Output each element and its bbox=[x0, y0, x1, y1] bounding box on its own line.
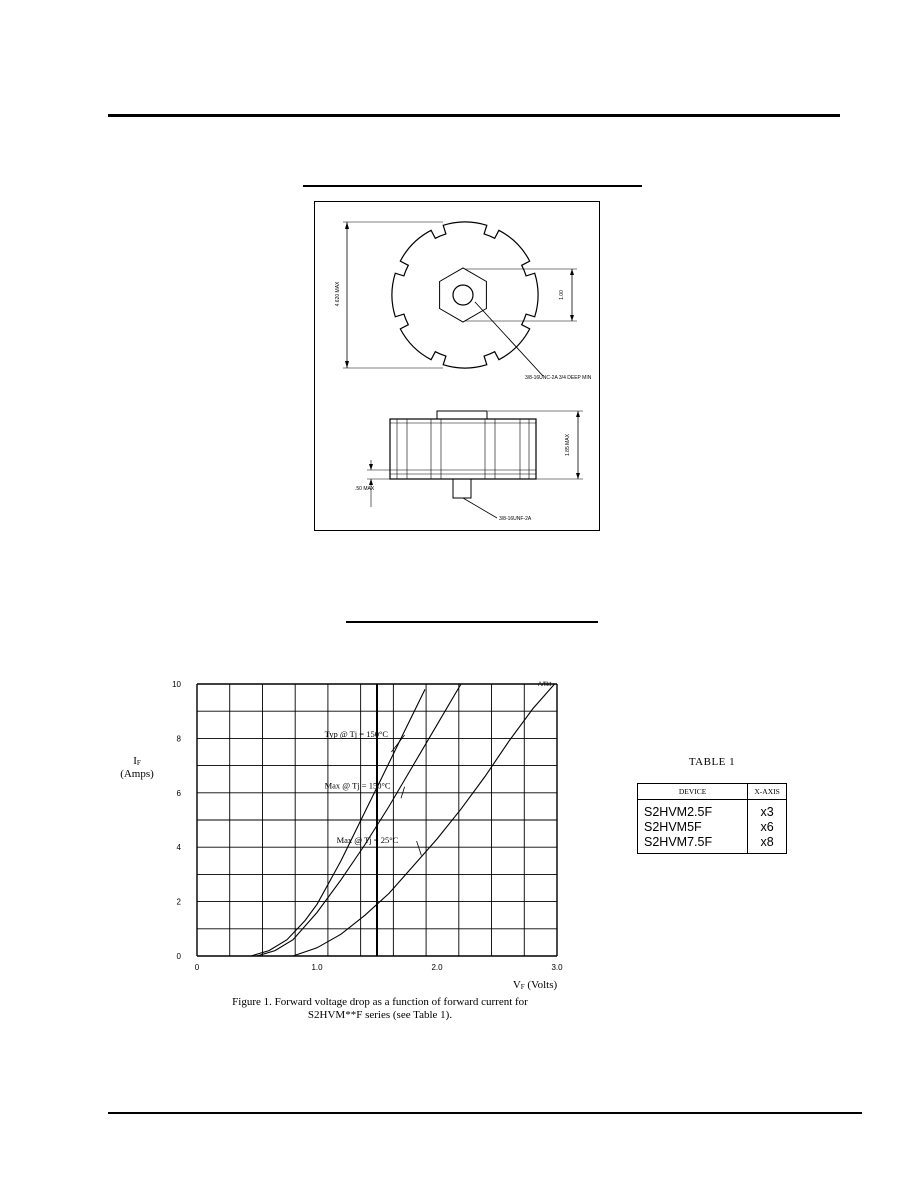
footer-rule bbox=[108, 1112, 862, 1114]
dim-hex: 1.00 bbox=[559, 290, 565, 300]
table-header-row: DEVICE X-AXIS bbox=[637, 783, 787, 800]
dim-base: .50 MAX bbox=[355, 486, 375, 492]
x-tick-label: 0 bbox=[195, 963, 200, 972]
hex-stud-outline bbox=[439, 267, 487, 323]
table-header-device: DEVICE bbox=[637, 783, 749, 800]
table-cell-xaxis: x8 bbox=[760, 834, 774, 849]
chart-section-title-rule bbox=[346, 621, 598, 623]
device-xaxis-table: DEVICE X-AXIS S2HVM2.5F x3 S2HVM5F x6 S2… bbox=[637, 783, 787, 854]
y-axis-label-unit: (Amps) bbox=[120, 768, 154, 780]
annotation-leader bbox=[400, 786, 405, 799]
y-tick-label: 0 bbox=[177, 952, 182, 961]
outline-section-title-rule bbox=[303, 185, 642, 187]
series-line-2 bbox=[256, 683, 462, 957]
table-title: TABLE 1 bbox=[688, 756, 736, 768]
table-row: S2HVM5F x6 bbox=[637, 819, 787, 834]
dim-stud-top: 3/8-16UNC-2A 3/4 DEEP MIN bbox=[525, 375, 592, 381]
table-cell-device: S2HVM7.5F bbox=[637, 834, 749, 854]
series-line-3 bbox=[292, 683, 556, 957]
curve-annotation: Max @ Tj = 150°C bbox=[325, 781, 391, 791]
x-tick-label: 2.0 bbox=[431, 963, 443, 972]
table-row: S2HVM2.5F x3 bbox=[637, 799, 787, 819]
table-cell-device: S2HVM2.5F bbox=[637, 799, 749, 819]
outline-drawing-svg: 4.620 MAX 1.00 3/8-16UNC-2A 3/4 DEEP MIN… bbox=[335, 221, 592, 522]
table-row: S2HVM7.5F x8 bbox=[637, 834, 787, 854]
header-rule bbox=[108, 114, 840, 117]
chart-tick-labels: 0 1.0 2.0 3.0 0 2 4 6 8 10 bbox=[172, 680, 563, 972]
y-tick-label: 4 bbox=[177, 843, 182, 852]
y-tick-label: 8 bbox=[177, 734, 182, 743]
stud-hole bbox=[452, 284, 474, 306]
gear-disk-outline bbox=[391, 221, 539, 369]
figure-caption: Figure 1. Forward voltage drop as a func… bbox=[160, 996, 600, 1022]
dim-outer-diameter: 4.620 MAX bbox=[335, 281, 341, 306]
y-tick-label: 10 bbox=[172, 680, 181, 689]
table-cell-xaxis: x3 bbox=[760, 804, 774, 819]
outline-drawing: 4.620 MAX 1.00 3/8-16UNC-2A 3/4 DEEP MIN… bbox=[314, 201, 600, 531]
top-hex-side bbox=[436, 410, 488, 420]
annotation-leader bbox=[416, 840, 422, 856]
y-tick-label: 2 bbox=[177, 898, 182, 907]
forward-voltage-chart: 0 1.0 2.0 3.0 0 2 4 6 8 10 Typ @ Tj = 150°C Max @ … bbox=[120, 680, 563, 991]
curve-annotation: Max @ Tj = 25°C bbox=[337, 835, 399, 845]
x-axis-label-text: VF (Volts) bbox=[513, 979, 558, 991]
dim-stud-bottom: 3/8-16UNF-2A bbox=[499, 516, 532, 522]
table-cell-xaxis: x6 bbox=[760, 819, 774, 834]
bottom-stud-side bbox=[452, 478, 472, 499]
x-tick-label: 1.0 bbox=[311, 963, 323, 972]
figure-caption-line1: Figure 1. Forward voltage drop as a func… bbox=[232, 996, 528, 1008]
table-cell-device: S2HVM5F bbox=[637, 819, 749, 834]
x-axis-label: VF (Volts) bbox=[513, 979, 558, 991]
x-tick-label: 3.0 bbox=[551, 963, 563, 972]
y-axis-label-symbol: IF bbox=[133, 755, 141, 767]
curve-annotation: Typ @ Tj = 150°C bbox=[325, 729, 389, 739]
y-tick-label: 6 bbox=[177, 789, 182, 798]
y-axis-label: IF (Amps) bbox=[120, 755, 154, 780]
chart-annotations: Typ @ Tj = 150°C Max @ Tj = 150°C Max @ Tj… bbox=[325, 729, 422, 856]
figure-caption-line2: S2HVM**F series (see Table 1). bbox=[307, 1009, 453, 1021]
table-header-xaxis: X-AXIS bbox=[747, 783, 787, 800]
dim-height: 1.85 MAX bbox=[565, 433, 571, 456]
chart-grid bbox=[196, 683, 558, 957]
chart-corner-note: A/flkt bbox=[538, 682, 552, 688]
annotation-leader bbox=[391, 734, 405, 753]
